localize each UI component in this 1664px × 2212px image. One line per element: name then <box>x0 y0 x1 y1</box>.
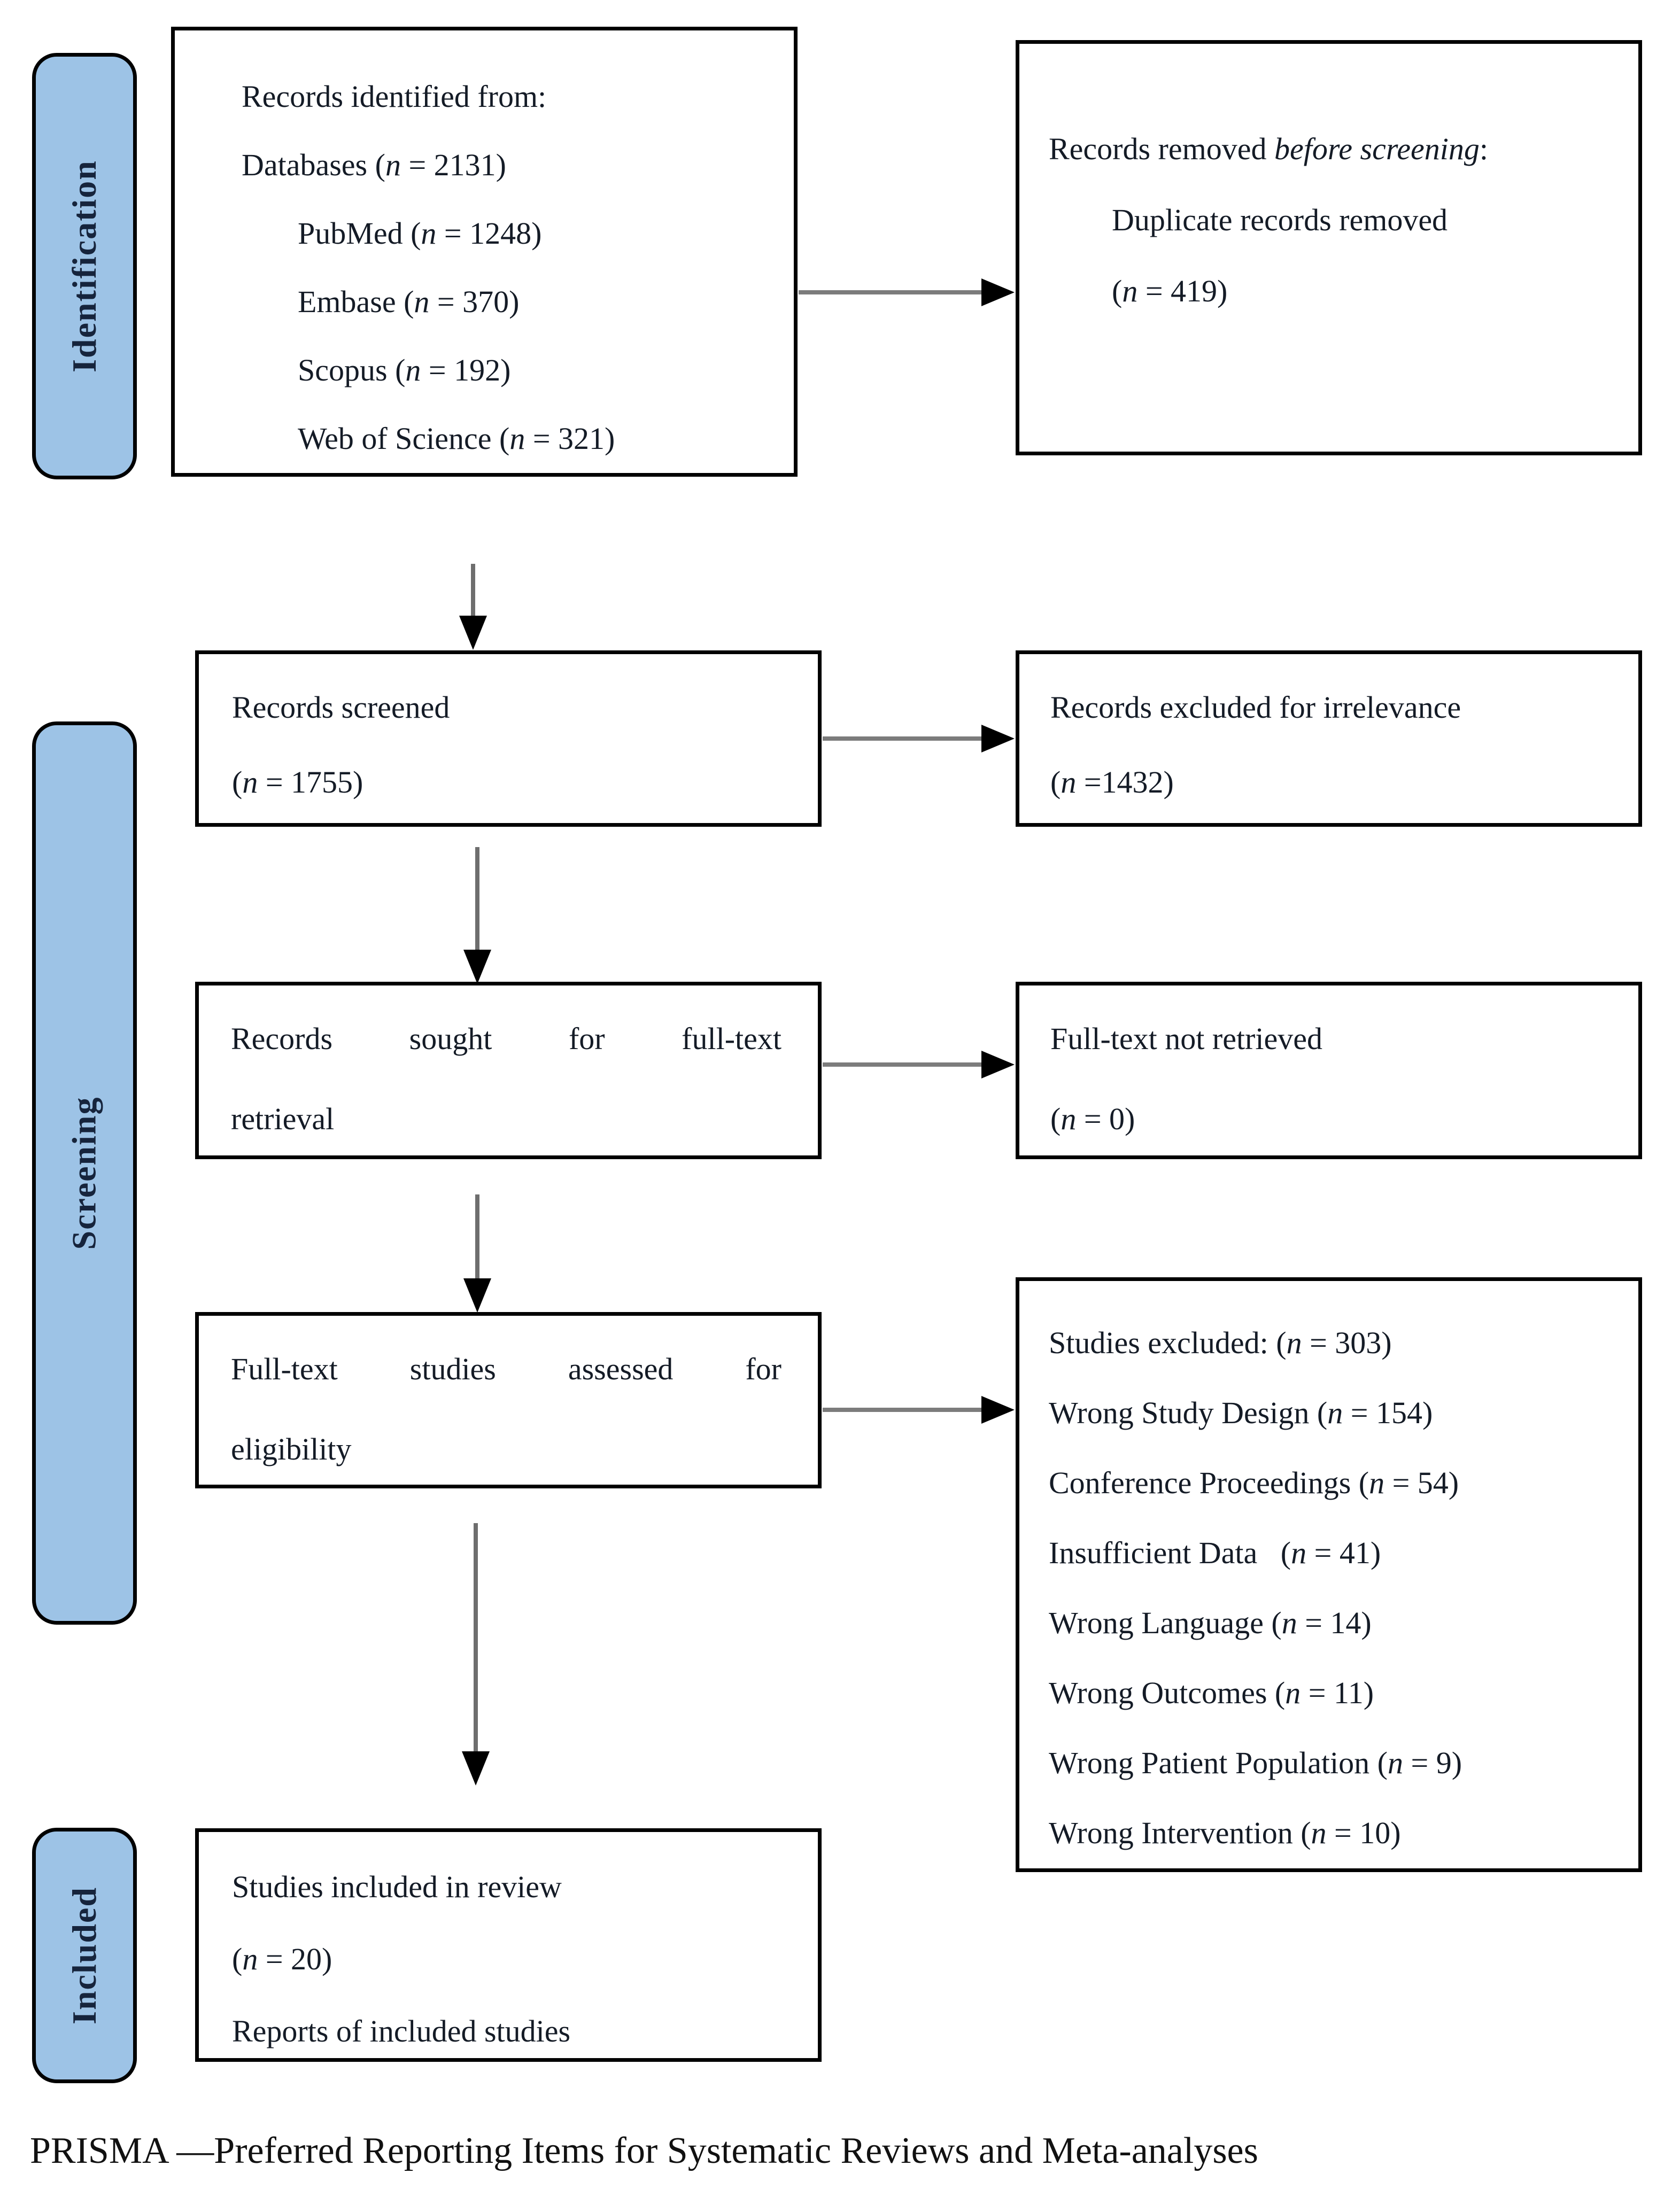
text-line: retrieval <box>231 1101 335 1136</box>
box-records-sought-fulltext: Records sought for full-text retrieval <box>195 982 822 1159</box>
text-line: eligibility <box>231 1432 352 1466</box>
arrow-identified-to-removed-head <box>981 278 1015 306</box>
text-line: Insufficient Data (n = 41) <box>1049 1535 1381 1570</box>
text-line: Reports of included studies <box>232 2014 571 2048</box>
text-line: Records excluded for irrelevance <box>1050 690 1461 725</box>
box-fulltext-not-retrieved: Full-text not retrieved (n = 0) <box>1016 982 1642 1159</box>
text-line: Scopus (n = 192) <box>298 353 511 387</box>
box-studies-excluded: Studies excluded: (n = 303) Wrong Study … <box>1016 1277 1642 1872</box>
text-line: Databases (n = 2131) <box>242 148 506 182</box>
arrow-identified-to-screened-shaft <box>471 564 475 617</box>
box-records-identified: Records identified from: Databases (n = … <box>171 27 798 477</box>
box-records-screened: Records screened (n = 1755) <box>195 650 822 827</box>
text-line: Duplicate records removed <box>1112 203 1448 237</box>
text-line: Records removed before screening: <box>1049 131 1488 166</box>
text-line: (n = 419) <box>1112 274 1228 308</box>
arrow-sought-to-notretrieved-head <box>981 1051 1015 1078</box>
stage-identification-label: Identification <box>65 160 103 372</box>
stage-included: Included <box>32 1828 137 2083</box>
text-line: Records sought for full-text <box>231 1021 781 1056</box>
text-line: Full-text not retrieved <box>1050 1021 1322 1056</box>
text-line: (n = 1755) <box>232 765 363 800</box>
box-records-removed: Records removed before screening: Duplic… <box>1016 40 1642 455</box>
arrow-sought-to-assessed-shaft <box>475 1194 479 1280</box>
box-fulltext-assessed: Full-text studies assessed for eligibili… <box>195 1312 822 1488</box>
text-line: Conference Proceedings (n = 54) <box>1049 1465 1459 1500</box>
arrow-identified-to-removed-shaft <box>799 290 983 294</box>
text-line: Wrong Patient Population (n = 9) <box>1049 1745 1462 1780</box>
arrow-assessed-to-included-shaft <box>474 1523 478 1753</box>
figure-caption: PRISMA —Preferred Reporting Items for Sy… <box>30 2130 1258 2171</box>
text-line: Wrong Language (n = 14) <box>1049 1605 1372 1640</box>
text-line: Web of Science (n = 321) <box>298 421 615 456</box>
arrow-assessed-to-excluded-head <box>981 1396 1015 1424</box>
text-line: Full-text studies assessed for <box>231 1352 781 1386</box>
arrow-screened-to-sought-head <box>463 950 491 984</box>
stage-screening-label: Screening <box>65 1096 103 1250</box>
stage-screening: Screening <box>32 721 137 1625</box>
text-line: Wrong Intervention (n = 10) <box>1049 1815 1401 1850</box>
text-line: Records identified from: <box>242 79 547 114</box>
text-line: Embase (n = 370) <box>298 284 520 319</box>
arrow-screened-to-excluded-head <box>981 725 1015 752</box>
text-line: Studies excluded: (n = 303) <box>1049 1325 1392 1360</box>
text-line: Studies included in review <box>232 1869 562 1904</box>
arrow-identified-to-screened-head <box>459 616 487 650</box>
text-line: Wrong Outcomes (n = 11) <box>1049 1675 1374 1710</box>
text-line: PubMed (n = 1248) <box>298 216 542 251</box>
arrow-sought-to-notretrieved-shaft <box>823 1062 983 1067</box>
arrow-assessed-to-included-head <box>462 1751 490 1786</box>
box-studies-included: Studies included in review (n = 20) Repo… <box>195 1828 822 2062</box>
stage-identification: Identification <box>32 53 137 479</box>
arrow-assessed-to-excluded-shaft <box>823 1408 983 1412</box>
text-line: (n = 0) <box>1050 1101 1135 1136</box>
text-line: (n = 20) <box>232 1942 332 1976</box>
stage-included-label: Included <box>65 1887 103 2024</box>
arrow-screened-to-excluded-shaft <box>823 736 983 741</box>
box-records-excluded-irrelevance: Records excluded for irrelevance (n =143… <box>1016 650 1642 827</box>
arrow-sought-to-assessed-head <box>463 1278 491 1313</box>
arrow-screened-to-sought-shaft <box>475 847 479 951</box>
text-line: Records screened <box>232 690 450 725</box>
text-line: (n =1432) <box>1050 765 1174 800</box>
text-line: Wrong Study Design (n = 154) <box>1049 1395 1433 1430</box>
